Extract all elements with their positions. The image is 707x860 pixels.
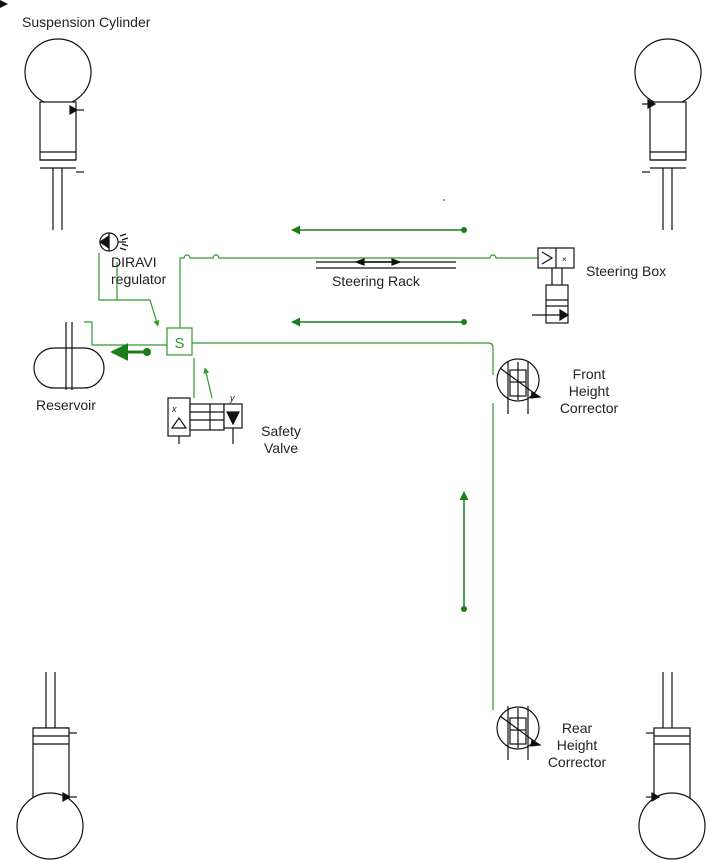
diravi-regulator-label: DIRAVI regulator xyxy=(111,254,167,287)
safety-valve: x y xyxy=(167,393,243,444)
stray-dot xyxy=(443,199,445,201)
reservoir xyxy=(33,322,105,390)
suspension-cylinder-front-left xyxy=(24,38,92,230)
steering-box: × xyxy=(532,247,575,324)
suspension-cylinder-rear-left xyxy=(16,672,84,860)
hydraulic-lines xyxy=(84,253,538,710)
reservoir-label: Reservoir xyxy=(36,397,96,413)
svg-text:×: × xyxy=(562,255,567,264)
steering-rack xyxy=(316,258,456,269)
steering-rack-label: Steering Rack xyxy=(332,273,420,289)
corner-arrow-icon xyxy=(0,0,8,8)
rear-height-corrector xyxy=(496,706,542,760)
suspension-cylinder-label: Suspension Cylinder xyxy=(22,14,151,30)
rear-height-corrector-label: Rear Height Corrector xyxy=(547,720,607,770)
front-height-corrector-label: Front Height Corrector xyxy=(559,366,619,416)
suspension-cylinder-rear-right xyxy=(638,672,706,860)
front-height-corrector xyxy=(496,358,542,414)
switch-block: S xyxy=(166,327,193,356)
switch-block-label: S xyxy=(174,335,184,352)
suspension-cylinder-front-right xyxy=(634,38,702,230)
steering-box-label: Steering Box xyxy=(586,263,667,279)
port-x-label: x xyxy=(171,404,177,414)
safety-valve-label: Safety Valve xyxy=(261,423,301,456)
diravi-regulator xyxy=(98,232,129,252)
port-y-label: y xyxy=(229,393,235,403)
flow-arrows xyxy=(110,225,469,612)
